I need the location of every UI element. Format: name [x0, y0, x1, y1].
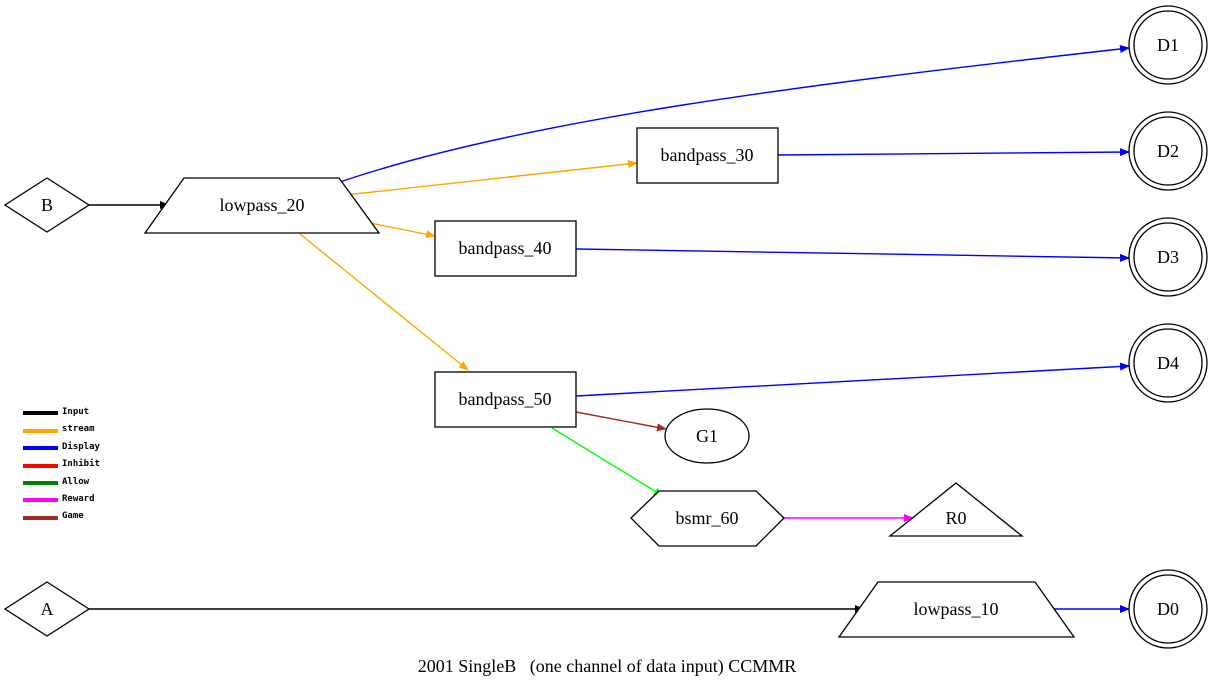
- legend-label: stream: [62, 424, 95, 434]
- node-label-bandpass-50: bandpass_50: [459, 389, 552, 409]
- legend-label: Reward: [62, 494, 95, 504]
- node-r0: R0: [888, 482, 1024, 537]
- legend-swatch: [23, 464, 58, 468]
- inner-circle: [1133, 222, 1203, 292]
- node-label-d1: D1: [1157, 35, 1179, 55]
- node-a: A: [3, 581, 91, 637]
- node-bandpass-30: bandpass_30: [636, 127, 779, 184]
- triangle-shape: [888, 482, 1024, 537]
- legend-item-inhibit: Inhibit: [23, 458, 100, 469]
- legend-item-stream: stream: [23, 424, 95, 434]
- node-label-g1: G1: [696, 426, 718, 446]
- ellipse-shape: [664, 408, 750, 464]
- node-label-lowpass-10: lowpass_10: [914, 599, 999, 619]
- node-d0: D0: [1128, 569, 1208, 649]
- inner-circle: [1133, 328, 1203, 398]
- legend-item-reward: Reward: [23, 494, 95, 504]
- node-label-bandpass-40: bandpass_40: [459, 238, 552, 258]
- edge-bandpass-50-to-bsmr-60: [551, 427, 664, 497]
- node-lowpass-20: lowpass_20: [143, 177, 381, 234]
- edge-bandpass-50-to-g1: [575, 411, 667, 432]
- legend-label: Game: [62, 511, 84, 521]
- box-shape: [434, 220, 577, 277]
- node-d1: D1: [1128, 5, 1208, 85]
- legend-item-game: Game: [23, 511, 84, 521]
- legend-item-display: Display: [23, 441, 101, 452]
- edge-lowpass-20-to-d1: [336, 45, 1130, 184]
- node-label-bsmr-60: bsmr_60: [676, 508, 739, 528]
- legend-item-allow: Allow: [23, 477, 90, 487]
- edge-lowpass-20-to-bandpass-40: [369, 222, 436, 239]
- edge-bandpass-40-to-d3: [575, 248, 1130, 262]
- trapezium-shape: [143, 177, 381, 234]
- edge-lowpass-20-to-bandpass-30: [344, 160, 638, 196]
- legend-swatch: [23, 498, 58, 502]
- inner-circle: [1133, 574, 1203, 644]
- node-label-d2: D2: [1157, 141, 1179, 161]
- diamond-shape: [3, 581, 91, 637]
- box-shape: [636, 127, 779, 184]
- legend-item-input: Input: [23, 407, 89, 417]
- legend: Input stream Display Inhibit Allow Rewar…: [23, 407, 101, 521]
- edge-bandpass-50-to-d4: [575, 362, 1130, 397]
- node-d3: D3: [1128, 217, 1208, 297]
- node-bandpass-50: bandpass_50: [434, 371, 577, 428]
- diamond-shape: [3, 177, 91, 233]
- box-shape: [434, 371, 577, 428]
- node-g1: G1: [664, 408, 750, 464]
- inner-circle: [1133, 116, 1203, 186]
- node-label-bandpass-30: bandpass_30: [661, 145, 754, 165]
- node-bandpass-40: bandpass_40: [434, 220, 577, 277]
- diagram-caption: 2001 SingleB (one channel of data input)…: [418, 656, 796, 677]
- hexagon-shape: [630, 490, 785, 547]
- legend-label: Inhibit: [62, 458, 100, 469]
- node-d4: D4: [1128, 323, 1208, 403]
- node-bsmr-60: bsmr_60: [630, 490, 785, 547]
- legend-label: Display: [62, 441, 101, 452]
- legend-swatch: [23, 516, 58, 520]
- inner-circle: [1133, 10, 1203, 80]
- legend-swatch: [23, 481, 58, 485]
- node-label-d0: D0: [1157, 599, 1179, 619]
- trapezium-shape: [837, 581, 1076, 638]
- edge-bandpass-30-to-d2: [777, 148, 1130, 157]
- node-label-a: A: [41, 599, 54, 619]
- edges: [89, 45, 1130, 613]
- edge-lowpass-20-to-bandpass-50: [299, 233, 469, 371]
- node-label-r0: R0: [945, 508, 966, 528]
- legend-swatch: [23, 446, 58, 450]
- node-label-lowpass-20: lowpass_20: [220, 195, 305, 215]
- node-lowpass-10: lowpass_10: [837, 581, 1076, 638]
- node-d2: D2: [1128, 111, 1208, 191]
- node-label-d4: D4: [1157, 353, 1179, 373]
- legend-swatch: [23, 411, 58, 415]
- legend-label: Allow: [62, 477, 90, 487]
- legend-swatch: [23, 429, 58, 433]
- node-label-b: B: [41, 195, 53, 215]
- node-b: B: [3, 177, 91, 233]
- node-label-d3: D3: [1157, 247, 1179, 267]
- legend-label: Input: [62, 407, 89, 417]
